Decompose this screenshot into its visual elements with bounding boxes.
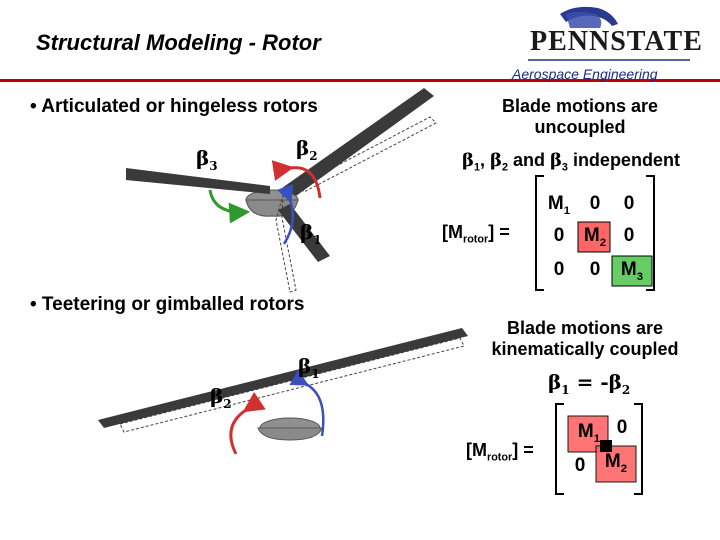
- cell-zero: 0: [623, 225, 635, 246]
- cell-m1: M1: [547, 193, 571, 217]
- cell-zero: 0: [574, 455, 586, 476]
- label-beta1: β1: [300, 220, 322, 248]
- lion-mascot-icon: [560, 6, 618, 28]
- cell-m2: M2: [604, 451, 628, 475]
- header-rule: [0, 79, 720, 82]
- label-beta2-teetering: β2: [210, 384, 232, 412]
- heading-line-1: Blade motions are: [506, 318, 664, 338]
- cell-m2: M2: [583, 225, 607, 249]
- bullet-articulated: • Articulated or hingeless rotors: [30, 96, 318, 117]
- heading-coupled: Blade motions are kinematically coupled: [470, 318, 700, 360]
- teetering-rotor-drawing: [98, 328, 468, 455]
- cell-zero: 0: [589, 259, 601, 280]
- coupling-equation: β1 = -β2: [548, 370, 631, 398]
- matrix-lhs-coupled: [Mrotor] =: [466, 440, 534, 464]
- cell-zero: 0: [553, 225, 565, 246]
- cell-zero: 0: [589, 193, 601, 214]
- articulated-rotor-drawing: [126, 88, 437, 293]
- department-label: Aerospace Engineering: [512, 66, 658, 82]
- slide-title: Structural Modeling - Rotor: [36, 30, 321, 55]
- bullet-teetering: • Teetering or gimballed rotors: [30, 294, 305, 315]
- cell-m3: M3: [620, 259, 644, 283]
- pennstate-logo: PENNSTATE: [530, 26, 703, 57]
- cell-zero: 0: [623, 193, 635, 214]
- heading-line-2: uncoupled: [534, 117, 626, 137]
- m3-cell-fill: [611, 255, 653, 287]
- heading-line-1: Blade motions are: [501, 96, 659, 116]
- label-beta1-teetering: β1: [298, 354, 320, 382]
- overlap-marker: [600, 440, 612, 452]
- cell-zero: 0: [553, 259, 565, 280]
- articulated-matrix-graphics: [535, 175, 655, 291]
- label-beta3: β3: [196, 146, 218, 174]
- matrix-lhs-uncoupled: [Mrotor] =: [442, 222, 510, 246]
- independence-statement: β1, β2 and β3 independent: [462, 150, 680, 174]
- m2-cell-fill: [577, 221, 611, 253]
- teetering-matrix-graphics: [555, 403, 643, 495]
- heading-uncoupled: Blade motions are uncoupled: [470, 96, 690, 138]
- cell-m1: M1: [577, 421, 601, 445]
- heading-line-2: kinematically coupled: [491, 339, 679, 359]
- cell-zero: 0: [616, 417, 628, 438]
- label-beta2: β2: [296, 136, 318, 164]
